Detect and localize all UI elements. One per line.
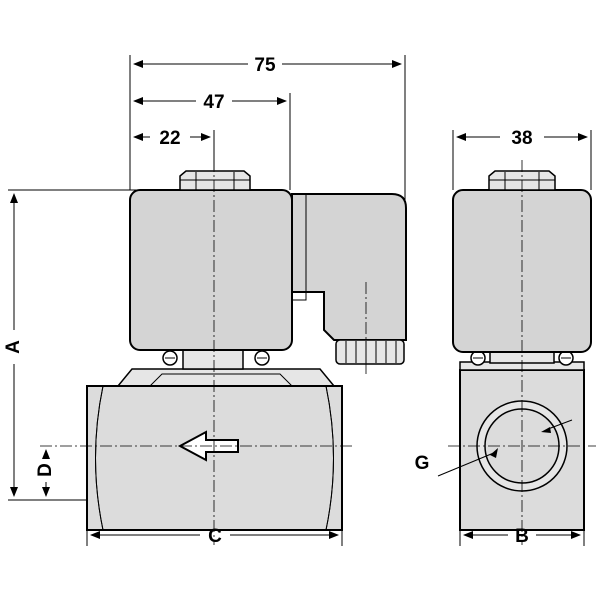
dim-22-label: 22 — [159, 128, 180, 149]
dim-b-label: B — [515, 526, 529, 547]
valve-body — [86, 368, 343, 531]
dim-g-label: G — [415, 453, 430, 474]
dim-47-label: 47 — [203, 92, 224, 113]
side-view — [448, 160, 596, 545]
dim-a-label: A — [3, 340, 24, 354]
front-view — [40, 160, 407, 545]
dim-c-label: C — [208, 526, 222, 547]
dimension-lines — [8, 55, 592, 546]
armature-tube — [162, 348, 270, 370]
connector — [291, 193, 407, 365]
coil — [129, 170, 293, 351]
dim-75-label: 75 — [254, 55, 276, 76]
dim-d-label: D — [35, 463, 56, 477]
dim-38-label: 38 — [511, 128, 532, 149]
